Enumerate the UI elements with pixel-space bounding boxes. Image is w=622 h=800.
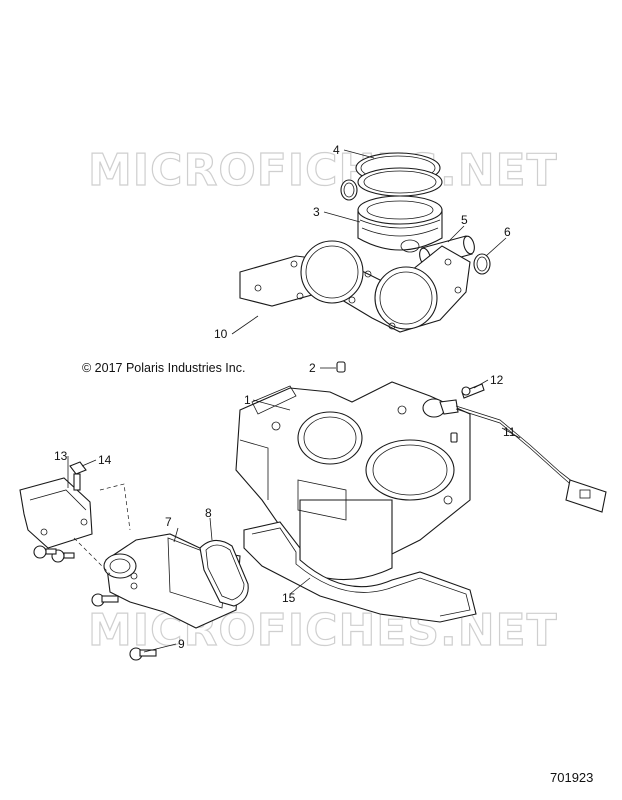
callout-15: 15 [282,591,296,605]
callout-6: 6 [504,225,511,239]
housing-bolt-upper[interactable] [91,593,119,607]
piston[interactable] [357,195,443,253]
leader-lines [67,149,521,653]
cylinder-head-gasket[interactable] [239,240,471,333]
knock-sensor-bolt[interactable] [461,383,485,399]
callout-11: 11 [503,425,516,439]
figure-number: 701923 [550,770,593,785]
knock-sensor[interactable] [422,398,607,513]
callout-14: 14 [98,453,112,467]
heat-shield[interactable] [19,477,93,549]
callout-4: 4 [333,143,340,157]
callout-10: 10 [214,327,228,341]
copyright-notice: © 2017 Polaris Industries Inc. [82,361,245,375]
callout-12: 12 [490,373,504,387]
callout-9: 9 [178,637,185,651]
piston-pin-circlip[interactable] [473,253,491,275]
knock-sensor-spacer[interactable] [450,432,458,443]
watermark-top: MICROFICHES.NET [88,145,558,196]
piston-ring-set[interactable] [355,152,443,197]
dowel-pin[interactable] [336,361,346,373]
heat-shield-bolt[interactable] [69,461,87,491]
callout-5: 5 [461,213,468,227]
cylinder-block[interactable] [235,381,471,581]
callout-3: 3 [313,205,320,219]
callout-2: 2 [309,361,316,375]
shield-bolts[interactable] [33,545,75,563]
housing-seal[interactable] [199,539,249,607]
piston-ring-small[interactable] [340,179,358,201]
housing-bolt-lower[interactable] [129,647,157,661]
callout-8: 8 [205,506,212,520]
callout-1: 1 [244,393,251,407]
callout-7: 7 [165,515,172,529]
cylinder-base-gasket[interactable] [243,521,477,623]
callout-13: 13 [54,449,68,463]
